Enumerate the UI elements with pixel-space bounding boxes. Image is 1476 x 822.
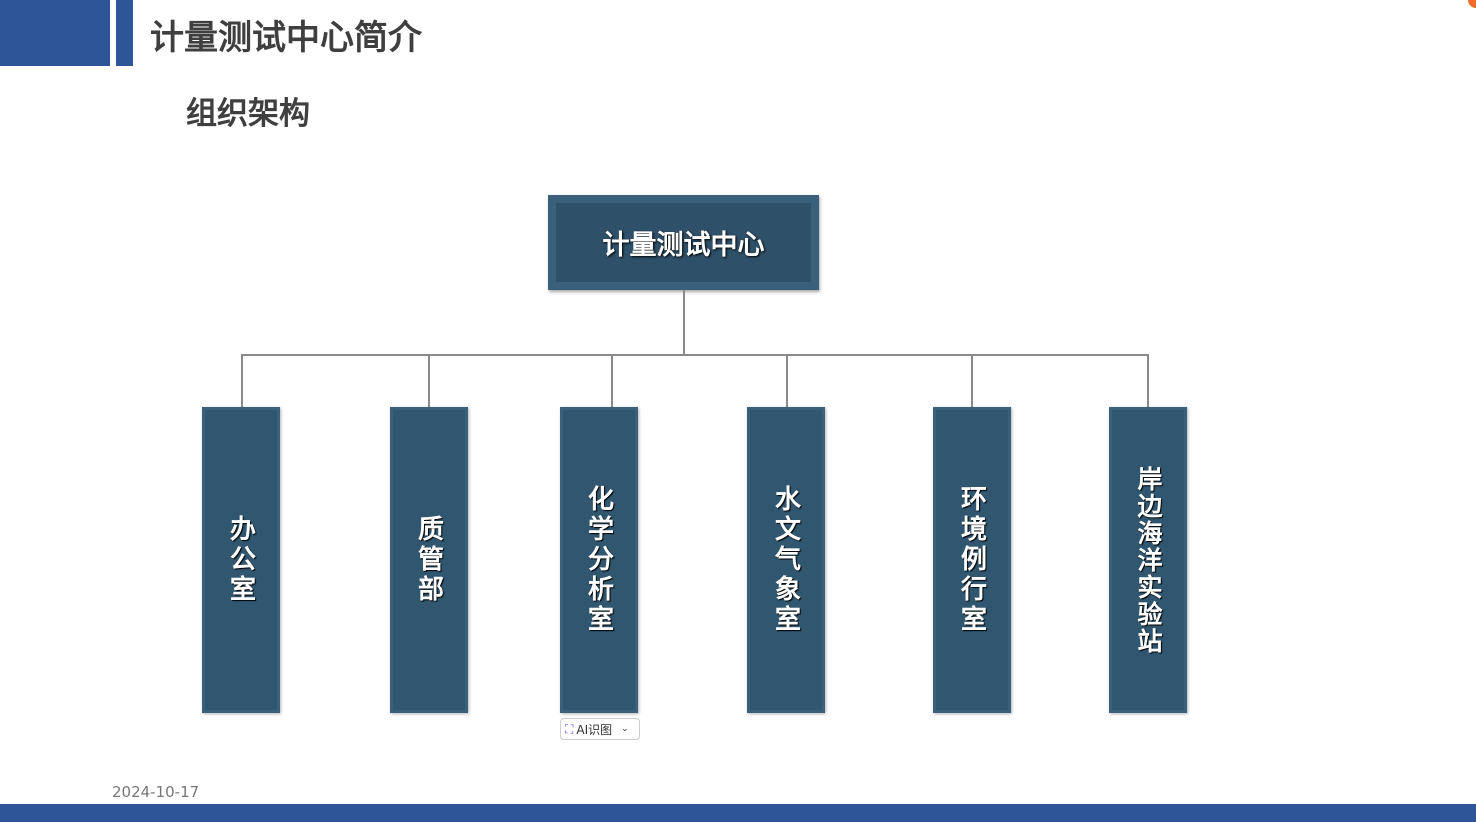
- ai-scan-icon: ⛶: [565, 721, 574, 736]
- corner-badge: [1468, 0, 1476, 8]
- chevron-down-icon: ⌄: [621, 724, 629, 734]
- org-unit-box: 水文气象室: [747, 407, 825, 713]
- footer-bar: [0, 804, 1476, 822]
- org-unit-box: 岸边海洋实验站: [1109, 407, 1187, 713]
- connector-line: [786, 354, 788, 407]
- org-unit-box: 环境例行室: [933, 407, 1011, 713]
- connector-line: [241, 354, 243, 407]
- page-title: 计量测试中心简介: [150, 18, 422, 58]
- slide-date: 2024-10-17: [112, 783, 200, 801]
- org-unit-box: 办公室: [202, 407, 280, 713]
- ai-recognize-label: AI识图: [576, 722, 613, 737]
- connector-line: [971, 354, 973, 407]
- header-bar: [116, 0, 133, 66]
- connector-line: [611, 354, 613, 407]
- org-unit-box: 化学分析室: [560, 407, 638, 713]
- ai-recognize-button[interactable]: ⛶ AI识图 ⌄: [560, 718, 640, 740]
- org-unit-box: 质管部: [390, 407, 468, 713]
- connector-line: [1147, 354, 1149, 407]
- connector-line: [683, 290, 685, 355]
- header-block: [0, 0, 110, 66]
- connector-line: [241, 354, 1149, 356]
- org-root-box: 计量测试中心: [548, 195, 819, 290]
- connector-line: [428, 354, 430, 407]
- section-subtitle: 组织架构: [186, 96, 310, 132]
